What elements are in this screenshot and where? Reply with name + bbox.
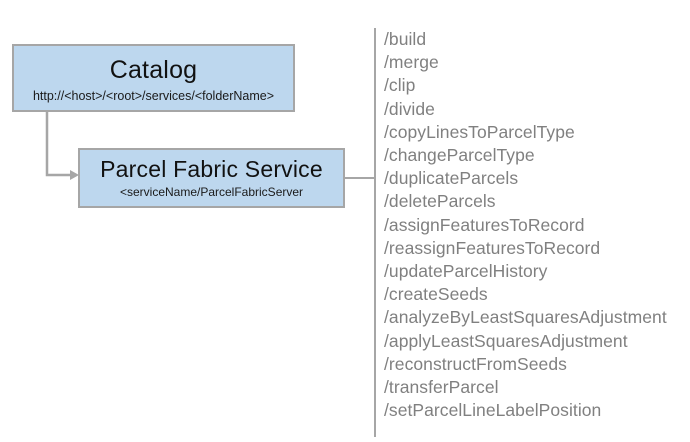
- operations-list: /build/merge/clip/divide/copyLinesToParc…: [384, 28, 667, 422]
- operations-panel: /build/merge/clip/divide/copyLinesToParc…: [374, 28, 667, 437]
- operation-item[interactable]: /updateParcelHistory: [384, 261, 548, 282]
- operation-item[interactable]: /transferParcel: [384, 377, 499, 398]
- node-catalog-title: Catalog: [109, 55, 198, 84]
- node-parcel-fabric-service: Parcel Fabric Service <serviceName/Parce…: [78, 148, 345, 208]
- operation-item[interactable]: /setParcelLineLabelPosition: [384, 400, 602, 421]
- operation-item[interactable]: /merge: [384, 52, 439, 73]
- operation-item[interactable]: /duplicateParcels: [384, 168, 519, 189]
- operation-item[interactable]: /applyLeastSquaresAdjustment: [384, 330, 628, 351]
- operation-item[interactable]: /divide: [384, 98, 435, 119]
- operation-item[interactable]: /changeParcelType: [384, 145, 535, 166]
- operation-item[interactable]: /assignFeaturesToRecord: [384, 214, 585, 235]
- node-parcel-fabric-service-path: <serviceName/ParcelFabricServer: [119, 185, 304, 199]
- node-parcel-fabric-service-title: Parcel Fabric Service: [100, 156, 323, 182]
- operation-item[interactable]: /reconstructFromSeeds: [384, 353, 567, 374]
- operation-item[interactable]: /clip: [384, 75, 416, 96]
- operation-item[interactable]: /build: [384, 29, 427, 49]
- operation-item[interactable]: /createSeeds: [384, 284, 488, 305]
- operation-item[interactable]: /copyLinesToParcelType: [384, 121, 575, 142]
- operation-item[interactable]: /reassignFeaturesToRecord: [384, 237, 601, 258]
- node-catalog: Catalog http://<host>/<root>/services/<f…: [12, 44, 295, 112]
- operation-item[interactable]: /deleteParcels: [384, 191, 496, 212]
- operation-item[interactable]: /analyzeByLeastSquaresAdjustment: [384, 307, 667, 328]
- connector-catalog-to-parcel-fabric: [45, 112, 70, 177]
- node-catalog-url: http://<host>/<root>/services/<folderNam…: [32, 88, 275, 103]
